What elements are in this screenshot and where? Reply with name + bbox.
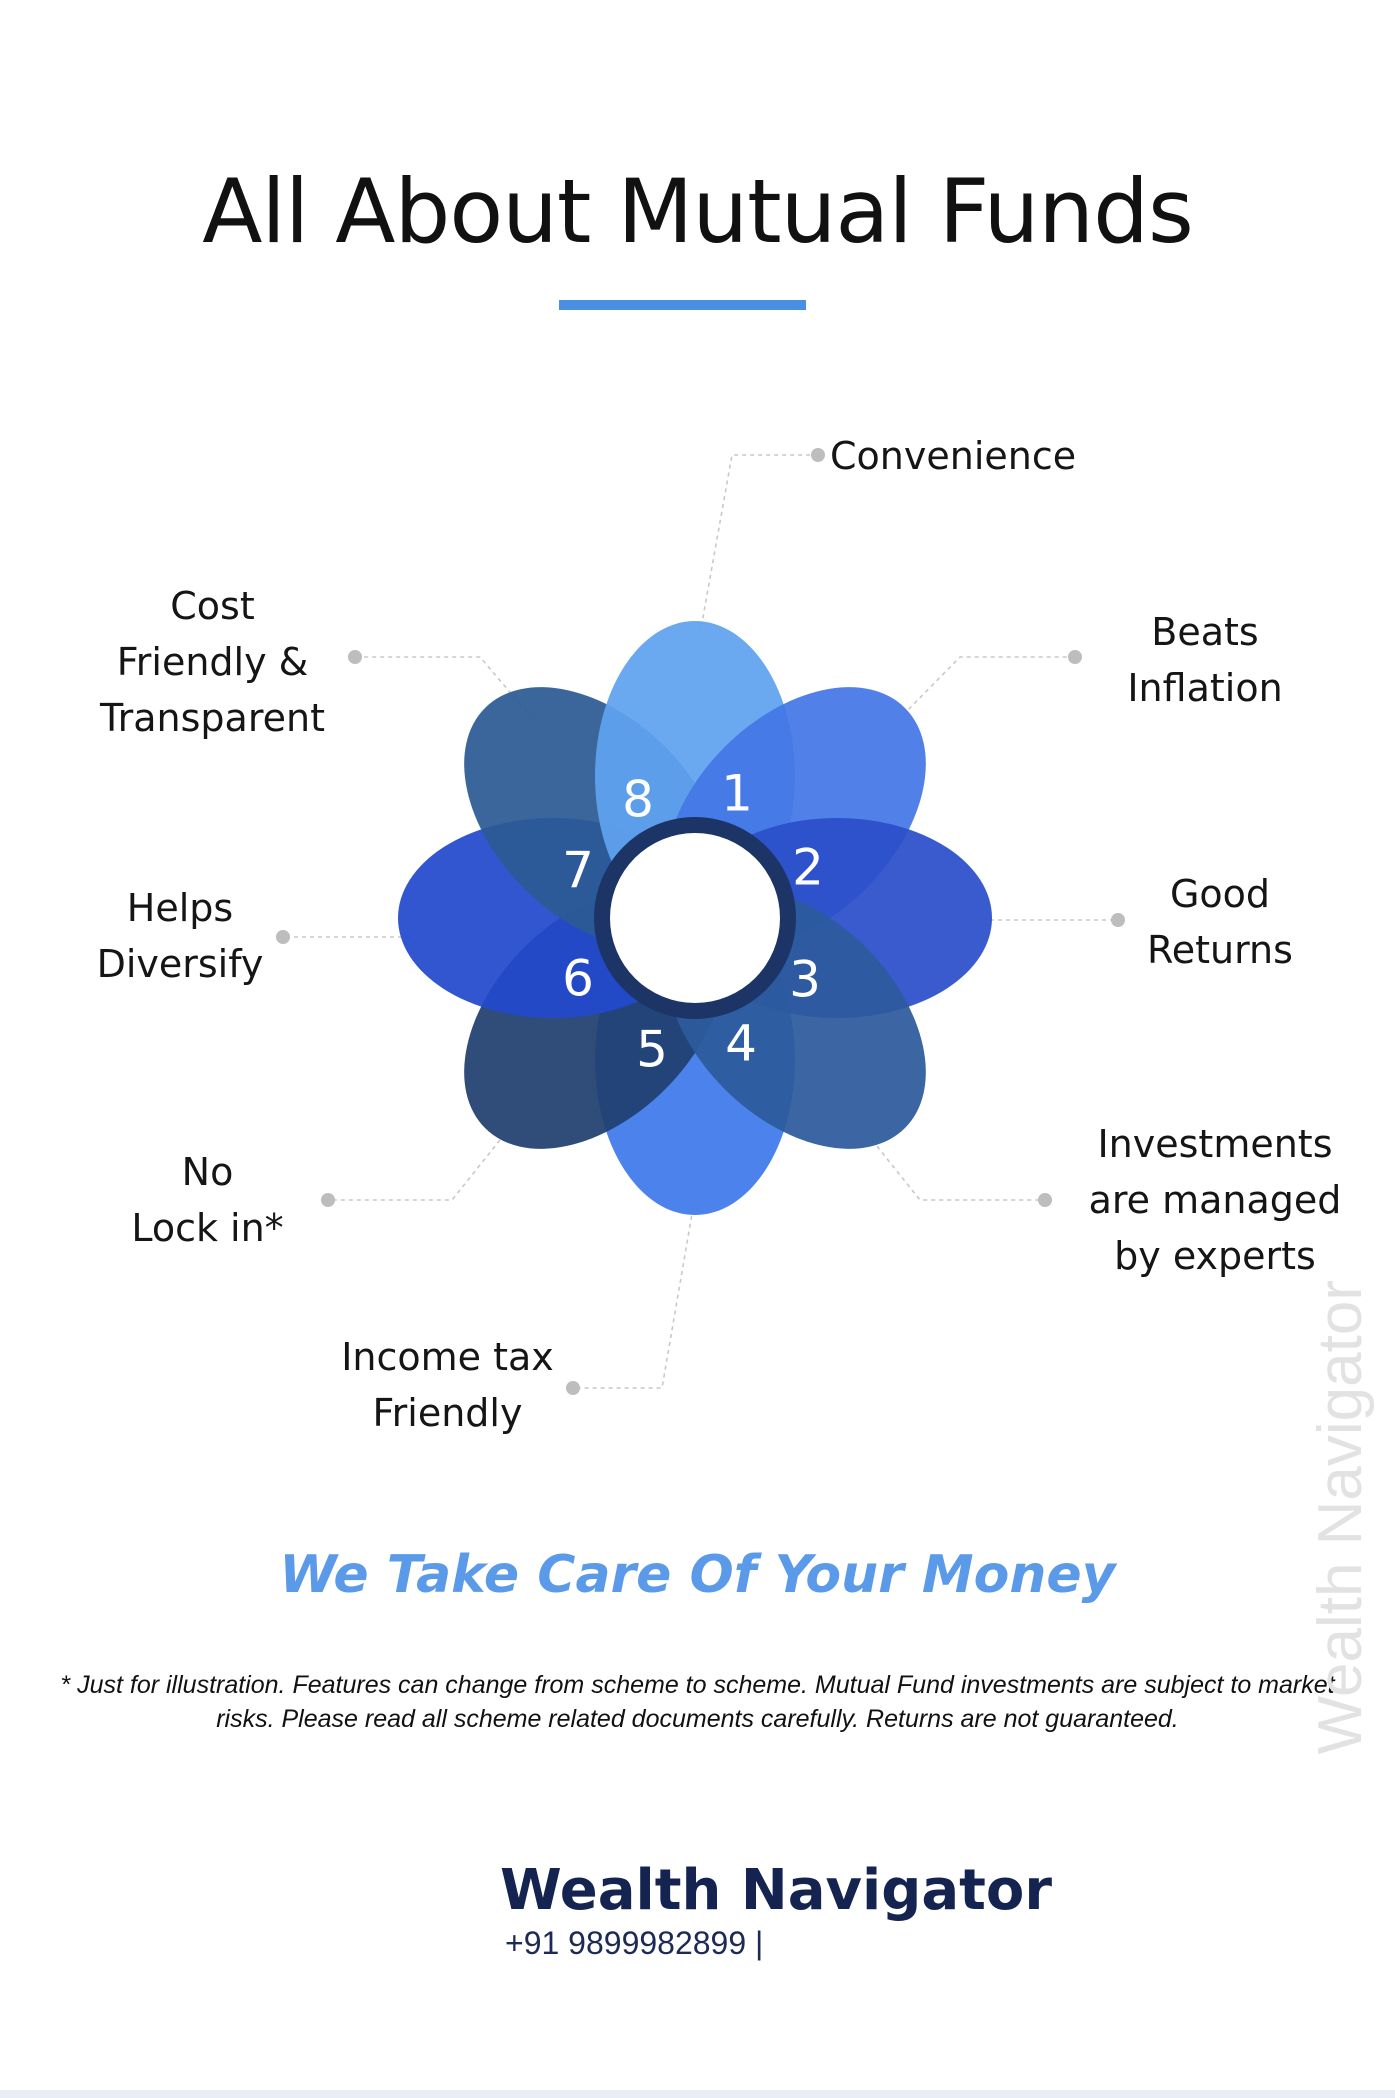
petal-number-2: 2 — [792, 839, 824, 897]
disclaimer-text: * Just for illustration. Features can ch… — [60, 1671, 1335, 1733]
page-title: All About Mutual Funds — [202, 160, 1194, 263]
petal-number-4: 4 — [725, 1015, 757, 1073]
tagline: We Take Care Of Your Money — [279, 1545, 1116, 1605]
bottom-strip — [0, 2090, 1395, 2098]
connector-dot — [811, 448, 825, 462]
connector-dot — [348, 650, 362, 664]
label-convenience: Convenience — [830, 434, 1077, 478]
center-circle — [594, 817, 796, 1019]
phone-number: +91 9899982899 | — [505, 1925, 764, 1961]
label-cost-friendly-transparent: Cost Friendly & Transparent — [100, 584, 325, 740]
brand-name: Wealth Navigator — [500, 1858, 1052, 1923]
center-hole — [610, 833, 780, 1003]
label-beats-inflation: Beats Inflation — [1127, 610, 1283, 710]
watermark-text: Wealth Navigator — [1306, 1280, 1375, 1755]
connector-line — [699, 454, 818, 635]
connector-line — [573, 1207, 694, 1389]
label-income-tax-friendly: Income tax Friendly — [341, 1335, 554, 1435]
connector-dot — [276, 930, 290, 944]
petal-number-7: 7 — [562, 842, 594, 900]
petal-number-3: 3 — [789, 951, 821, 1009]
connector-line — [902, 656, 1075, 716]
label-no-lock-in: No Lock in* — [131, 1150, 284, 1250]
label-helps-diversify: Helps Diversify — [96, 886, 264, 986]
title-underline — [559, 300, 806, 310]
label-investments-managed: Investments are managed by experts — [1088, 1122, 1342, 1278]
connector-dot — [566, 1381, 580, 1395]
petal-number-8: 8 — [622, 771, 654, 829]
label-good-returns: Good Returns — [1147, 872, 1293, 972]
petal-number-5: 5 — [636, 1021, 668, 1079]
petal-number-1: 1 — [721, 765, 753, 823]
connector-line — [328, 1139, 501, 1201]
connector-line — [871, 1139, 1045, 1201]
petal-number-6: 6 — [562, 950, 594, 1008]
connector-dot — [1038, 1193, 1052, 1207]
connector-dot — [1111, 913, 1125, 927]
connector-dot — [1068, 650, 1082, 664]
connector-dot — [321, 1193, 335, 1207]
